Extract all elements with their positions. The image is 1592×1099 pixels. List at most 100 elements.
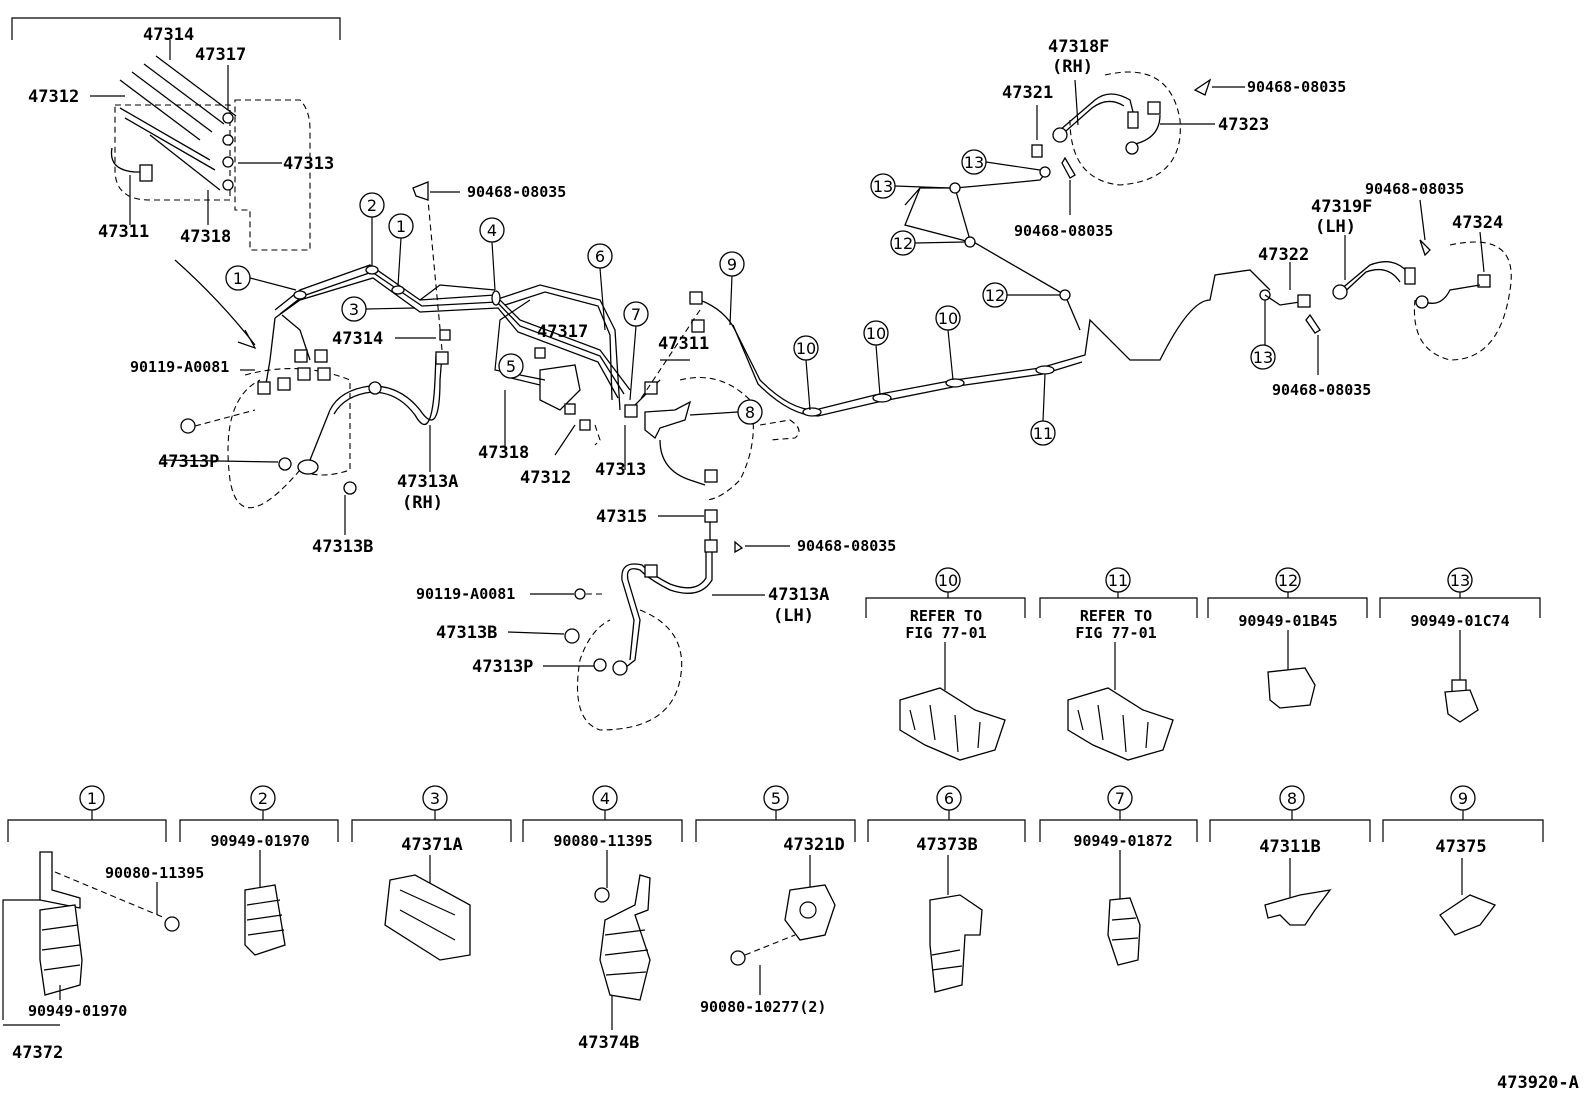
svg-text:5: 5 <box>506 357 516 376</box>
label-47315: 47315 <box>596 507 647 527</box>
detail-box-8: 8 47311B <box>1209 785 1371 926</box>
callout-1-b: 1 <box>388 213 414 287</box>
svg-text:7: 7 <box>631 305 641 324</box>
svg-text:FIG 77-01: FIG 77-01 <box>1075 624 1156 642</box>
label-47318F: 47318F <box>1048 37 1109 57</box>
svg-text:47371A: 47371A <box>401 835 462 855</box>
svg-text:90949-01970: 90949-01970 <box>210 832 309 850</box>
rh-rear-hose <box>1031 71 1245 215</box>
center-valve-unit <box>494 291 800 553</box>
label-47313A-lh: 47313A <box>768 585 829 605</box>
svg-text:7: 7 <box>1115 789 1125 808</box>
label-rh-a: (RH) <box>402 493 443 513</box>
label-90119-a: 90119-A0081 <box>130 358 229 376</box>
label-47323: 47323 <box>1218 115 1269 135</box>
svg-text:10: 10 <box>938 309 958 328</box>
svg-text:8: 8 <box>1287 789 1297 808</box>
detail-box-9: 9 47375 <box>1382 785 1544 936</box>
callout-1-a: 1 <box>225 265 297 291</box>
callout-12-a: 12 <box>890 230 966 256</box>
label-47313P-b: 47313P <box>472 657 533 677</box>
label-lh-b: (LH) <box>1315 217 1356 237</box>
callout-12-b: 12 <box>982 282 1060 308</box>
detail-box-4: 4 90080-11395 47374B <box>522 785 683 1053</box>
label-lh-a: (LH) <box>773 606 814 626</box>
label-47313B-a: 47313B <box>312 537 373 557</box>
callout-7: 7 <box>623 301 649 401</box>
label-47313A-rh: 47313A <box>397 472 458 492</box>
detail-box-7: 7 90949-01872 <box>1039 785 1198 966</box>
label-rh-b: (RH) <box>1052 57 1093 77</box>
svg-text:12: 12 <box>1278 571 1298 590</box>
detail-box-1: 1 90080-11395 90949-01970 47372 <box>2 785 204 1063</box>
svg-text:5: 5 <box>771 789 781 808</box>
callout-5: 5 <box>498 353 541 386</box>
svg-text:90949-01970: 90949-01970 <box>28 1002 127 1020</box>
label-90468-e: 90468-08035 <box>1365 180 1464 198</box>
label-47313-top: 47313 <box>283 154 334 174</box>
label-90119-b: 90119-A0081 <box>416 585 515 603</box>
svg-text:FIG 77-01: FIG 77-01 <box>905 624 986 642</box>
svg-text:10: 10 <box>938 571 958 590</box>
svg-text:3: 3 <box>430 789 440 808</box>
label-90468-f: 90468-08035 <box>1272 381 1371 399</box>
label-47312-mid: 47312 <box>520 468 571 488</box>
inset-master-cylinder <box>11 17 341 350</box>
callout-8: 8 <box>737 399 763 425</box>
svg-text:12: 12 <box>893 234 913 253</box>
svg-text:11: 11 <box>1108 571 1128 590</box>
svg-text:47321D: 47321D <box>783 835 844 855</box>
svg-text:47374B: 47374B <box>578 1033 639 1053</box>
detail-box-11: 11 REFER TO FIG 77-01 <box>1039 567 1198 761</box>
callout-13-c: 13 <box>1250 344 1276 370</box>
label-47313P-a: 47313P <box>158 452 219 472</box>
svg-text:13: 13 <box>1253 348 1273 367</box>
label-47311-top: 47311 <box>98 222 149 242</box>
svg-text:REFER TO: REFER TO <box>910 607 982 625</box>
svg-text:13: 13 <box>873 177 893 196</box>
callout-10-a: 10 <box>793 335 819 411</box>
label-90468-d: 90468-08035 <box>1014 222 1113 240</box>
callout-3: 3 <box>341 296 416 322</box>
svg-text:4: 4 <box>487 221 497 240</box>
svg-text:9: 9 <box>727 255 737 274</box>
label-47314-top: 47314 <box>143 25 194 45</box>
detail-box-10: 10 REFER TO FIG 77-01 <box>865 567 1026 761</box>
detail-box-3: 3 47371A <box>351 785 512 961</box>
svg-text:1: 1 <box>396 217 406 236</box>
detail-box-13: 13 90949-01C74 <box>1379 567 1541 723</box>
svg-text:9: 9 <box>1458 789 1468 808</box>
lh-front-hose <box>507 540 790 731</box>
callout-13-a: 13 <box>870 173 951 199</box>
label-47314-mid: 47314 <box>332 329 383 349</box>
label-47312-top: 47312 <box>28 87 79 107</box>
svg-text:90080-11395: 90080-11395 <box>105 864 204 882</box>
svg-text:13: 13 <box>964 153 984 172</box>
label-47317-top: 47317 <box>195 45 246 65</box>
svg-text:10: 10 <box>866 324 886 343</box>
svg-text:6: 6 <box>944 789 954 808</box>
label-90468-a: 90468-08035 <box>467 183 566 201</box>
svg-text:90080-11395: 90080-11395 <box>553 832 652 850</box>
detail-box-12: 12 90949-01B45 <box>1207 567 1368 709</box>
svg-text:90080-10277(2): 90080-10277(2) <box>700 998 826 1016</box>
left-brake-unit <box>159 181 460 535</box>
label-47319F: 47319F <box>1311 197 1372 217</box>
label-47318-mid: 47318 <box>478 443 529 463</box>
callout-13-b: 13 <box>961 149 1041 175</box>
callout-2: 2 <box>359 192 385 266</box>
lh-rear-hose <box>1264 199 1512 375</box>
svg-text:1: 1 <box>87 789 97 808</box>
svg-text:47372: 47372 <box>12 1043 63 1063</box>
svg-text:90949-01872: 90949-01872 <box>1073 832 1172 850</box>
label-47324: 47324 <box>1452 213 1503 233</box>
svg-text:6: 6 <box>595 247 605 266</box>
label-47322: 47322 <box>1258 245 1309 265</box>
callout-10-c: 10 <box>935 305 961 381</box>
svg-text:47311B: 47311B <box>1259 837 1320 857</box>
callout-11: 11 <box>1030 373 1056 446</box>
label-47318-top: 47318 <box>180 227 231 247</box>
svg-text:8: 8 <box>745 403 755 422</box>
